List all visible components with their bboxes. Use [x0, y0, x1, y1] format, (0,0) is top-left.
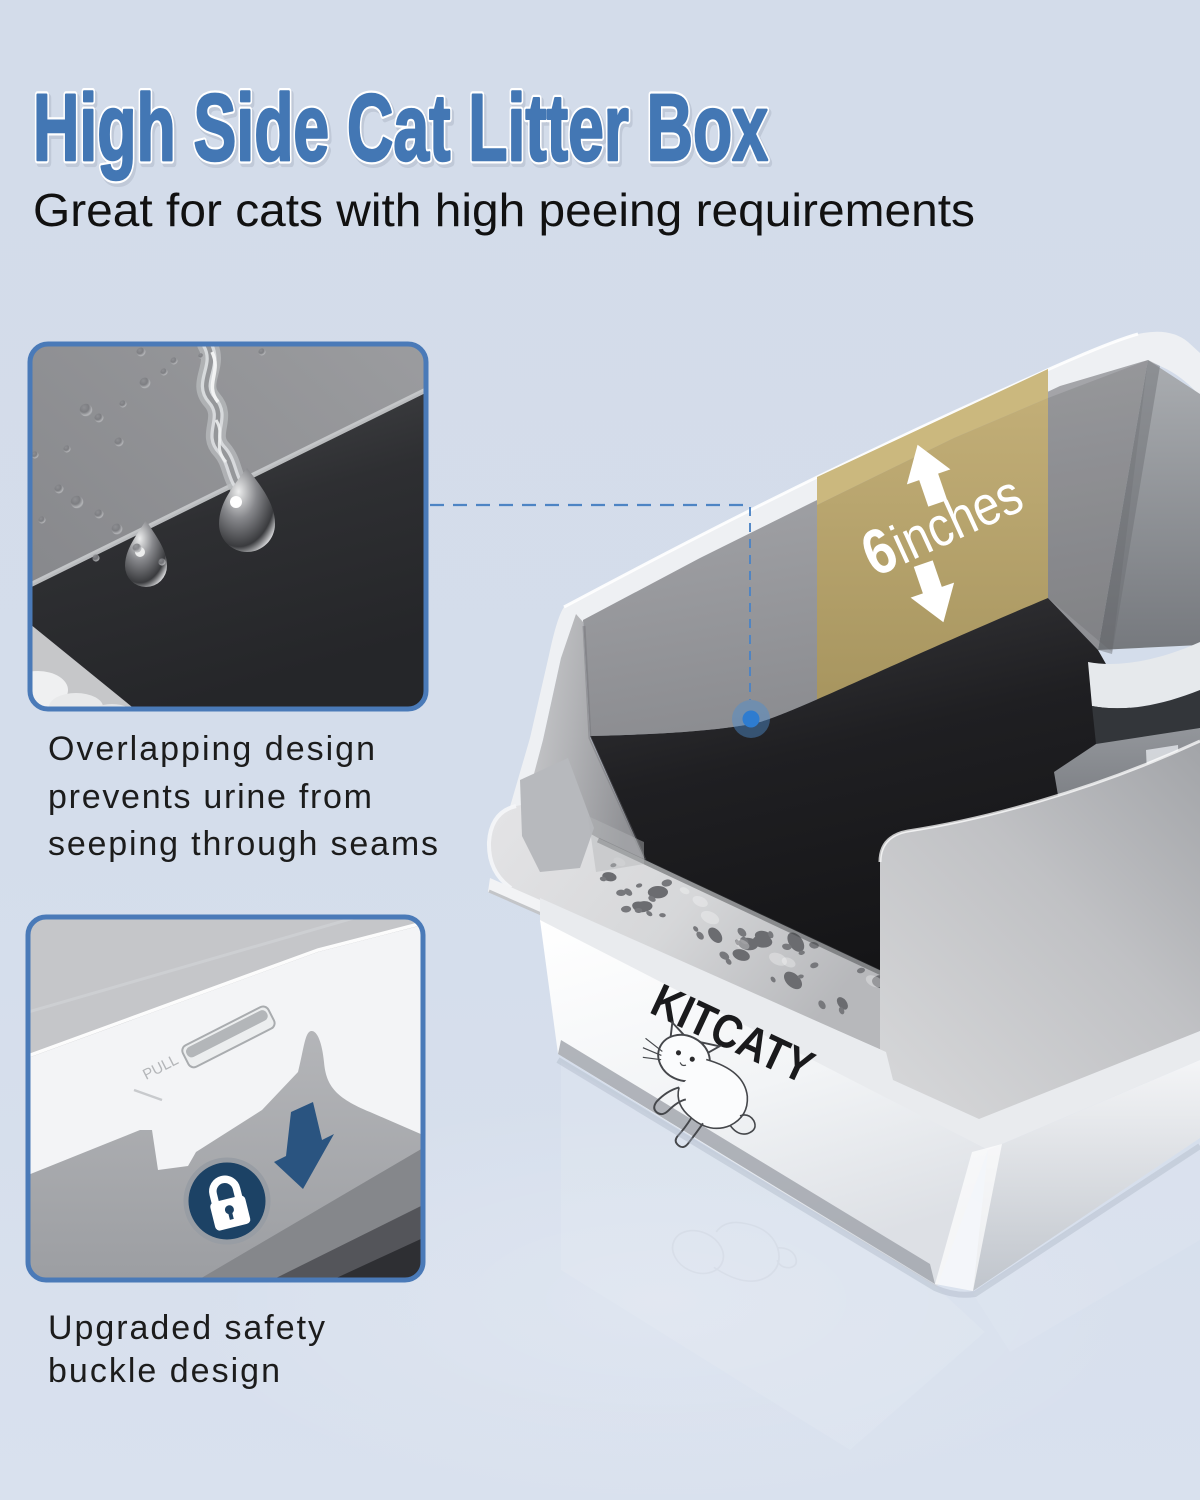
- svg-text:High Side Cat Litter Box: High Side Cat Litter Box: [35, 78, 770, 184]
- svg-text:High Side Cat Litter Box: High Side Cat Litter Box: [33, 75, 768, 181]
- svg-text:High Side Cat Litter Box: High Side Cat Litter Box: [33, 75, 768, 181]
- svg-text:buckle design: buckle design: [48, 1352, 280, 1390]
- svg-text:prevents urine from: prevents urine from: [48, 778, 372, 816]
- svg-text:Upgraded safety: Upgraded safety: [48, 1309, 325, 1347]
- svg-text:Overlapping design: Overlapping design: [48, 730, 375, 768]
- svg-text:seeping through seams: seeping through seams: [48, 825, 438, 863]
- svg-text:Great for cats with high peein: Great for cats with high peeing requirem…: [33, 184, 975, 236]
